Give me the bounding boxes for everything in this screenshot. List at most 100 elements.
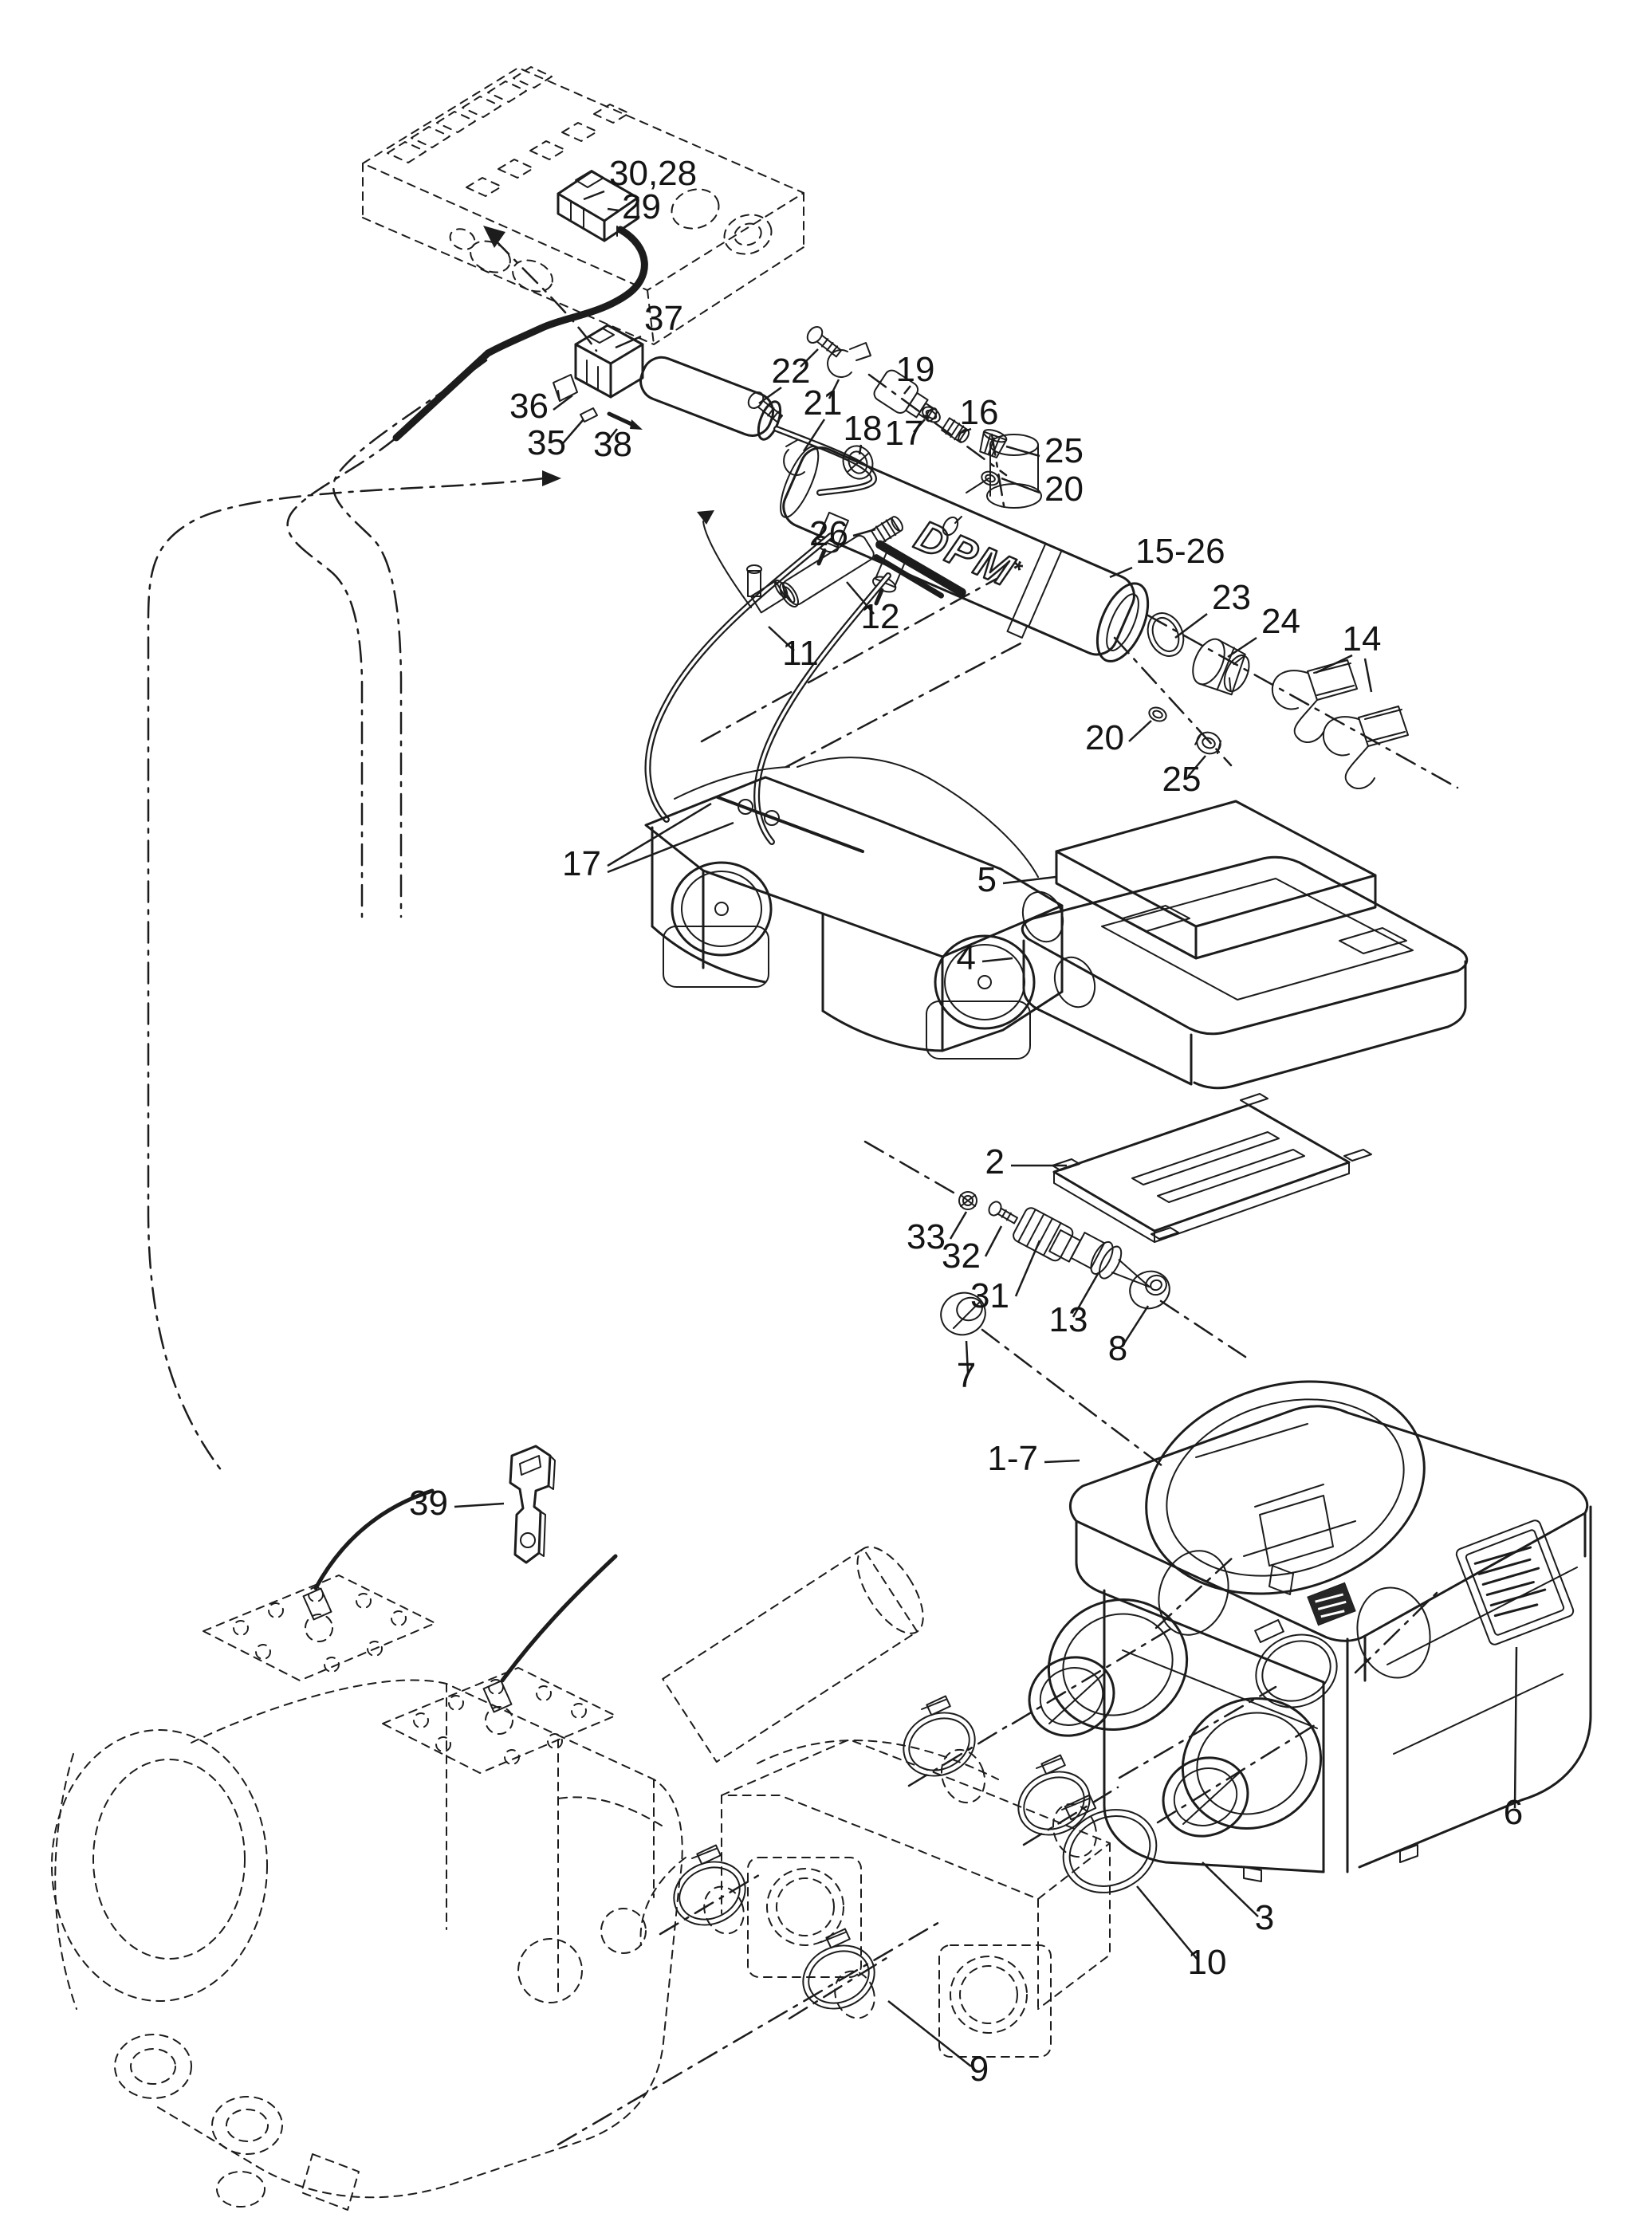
callout-leader xyxy=(1202,1862,1259,1917)
callout-23: 23 xyxy=(1174,578,1251,639)
callout-label: 22 xyxy=(772,352,811,391)
callout-29: 29 xyxy=(607,187,661,226)
callout-label: 4 xyxy=(957,938,976,977)
callout-label: 2 xyxy=(985,1142,1005,1181)
callout-leader xyxy=(1513,1646,1518,1809)
callout-label: 15-26 xyxy=(1135,532,1225,571)
callout-leader xyxy=(1363,658,1373,693)
callout-17: 17 xyxy=(885,414,926,453)
callout-8: 8 xyxy=(1108,1305,1150,1368)
callout-1-7: 1-7 xyxy=(987,1439,1080,1478)
arrow-loop xyxy=(542,470,561,486)
grommet-8 xyxy=(1129,1270,1170,1310)
callout-leader xyxy=(1315,654,1353,674)
callout-leader xyxy=(1014,1240,1041,1297)
callout-leader xyxy=(758,386,782,405)
callout-label: 12 xyxy=(861,597,900,636)
clamp-10 xyxy=(1061,1794,1158,1893)
elbow-11 xyxy=(746,564,789,614)
washer-17 xyxy=(922,406,941,423)
airbox-lid xyxy=(1021,855,1469,1090)
callout-leader xyxy=(562,419,584,444)
callout-label: 33 xyxy=(907,1217,946,1256)
grommet-7 xyxy=(940,1291,986,1336)
callout-16: 16 xyxy=(958,393,998,435)
callout-37: 37 xyxy=(615,299,683,349)
fuel-rail-dpm: DPM * xyxy=(780,434,1150,662)
vent-fitting-chain xyxy=(746,516,903,614)
main-harness-cable xyxy=(392,226,648,442)
screw-32 xyxy=(988,1201,1018,1225)
callout-24: 24 xyxy=(1227,602,1300,659)
callout-22: 22 xyxy=(758,348,819,405)
callout-leader xyxy=(583,190,605,201)
callout-leader xyxy=(913,419,926,433)
sensor-chain xyxy=(940,1191,1170,1336)
ecu-connector-plug xyxy=(557,170,639,242)
intake-boots xyxy=(1028,1598,1338,1893)
bracket-39 xyxy=(509,1445,556,1564)
callout-39: 39 xyxy=(409,1484,505,1523)
callout-leader xyxy=(852,528,876,537)
callout-leader xyxy=(1005,445,1040,458)
callout-leader xyxy=(965,1340,970,1374)
callout-leader xyxy=(887,2000,972,2067)
callout-14: 14 xyxy=(1315,619,1382,693)
nut-33 xyxy=(958,1191,977,1210)
callout-leader xyxy=(958,427,972,435)
callout-label: 36 xyxy=(509,387,549,426)
callout-label: 7 xyxy=(957,1356,976,1395)
callout-label: 31 xyxy=(970,1276,1009,1315)
callout-35: 35 xyxy=(527,419,584,462)
fuel-hoses xyxy=(644,533,891,845)
fitting-26 xyxy=(870,516,903,545)
callout-leader xyxy=(1001,477,1040,494)
callout-leader xyxy=(858,444,863,455)
rail-inlet-elbow xyxy=(942,434,1042,537)
callout-15-26: 15-26 xyxy=(1109,532,1225,579)
injector-tower-1 xyxy=(814,511,849,566)
callout-leader xyxy=(607,802,712,867)
callout-leader xyxy=(949,1211,968,1240)
plug-25-bottom xyxy=(1194,731,1222,755)
boot-3b xyxy=(1162,1697,1323,1838)
callout-label: 3 xyxy=(1255,1898,1274,1937)
clamp-10b xyxy=(1254,1618,1338,1708)
callout-label: 14 xyxy=(1343,619,1382,659)
callout-leader xyxy=(984,1225,1003,1257)
callout-leader xyxy=(1109,566,1133,579)
callout-13: 13 xyxy=(1049,1272,1100,1339)
clip-36 xyxy=(553,374,578,402)
callout-12: 12 xyxy=(846,581,900,636)
callout-label: 23 xyxy=(1212,578,1251,617)
callout-31: 31 xyxy=(970,1240,1041,1315)
screw-38 xyxy=(607,411,643,430)
callout-11: 11 xyxy=(768,626,819,673)
callout-20: 20 xyxy=(1001,470,1084,509)
callout-label: 32 xyxy=(942,1236,981,1276)
callout-leader xyxy=(454,1502,505,1508)
callout-17: 17 xyxy=(562,802,734,883)
callout-leader xyxy=(802,419,826,452)
ecu-module-outline xyxy=(362,66,804,345)
callout-label: 39 xyxy=(409,1484,448,1523)
callout-32: 32 xyxy=(942,1225,1003,1276)
callout-label: 6 xyxy=(1504,1793,1523,1832)
oring-20-bottom xyxy=(1148,706,1167,722)
carburetor-assembly xyxy=(644,757,1096,1060)
arrow-to-ecu xyxy=(483,226,505,248)
callout-label: 18 xyxy=(844,409,883,448)
callout-18: 18 xyxy=(844,409,883,455)
callout-leader xyxy=(828,379,840,399)
callout-label: 25 xyxy=(1044,431,1084,470)
callout-33: 33 xyxy=(907,1211,968,1256)
small-decal xyxy=(1307,1582,1356,1626)
callout-36: 36 xyxy=(509,387,573,426)
oring-20-top xyxy=(981,470,1000,486)
callout-9: 9 xyxy=(887,2000,989,2089)
hose-clamps-9 xyxy=(663,1695,1101,2021)
callout-leader xyxy=(846,581,875,615)
screw-22b xyxy=(747,391,784,423)
